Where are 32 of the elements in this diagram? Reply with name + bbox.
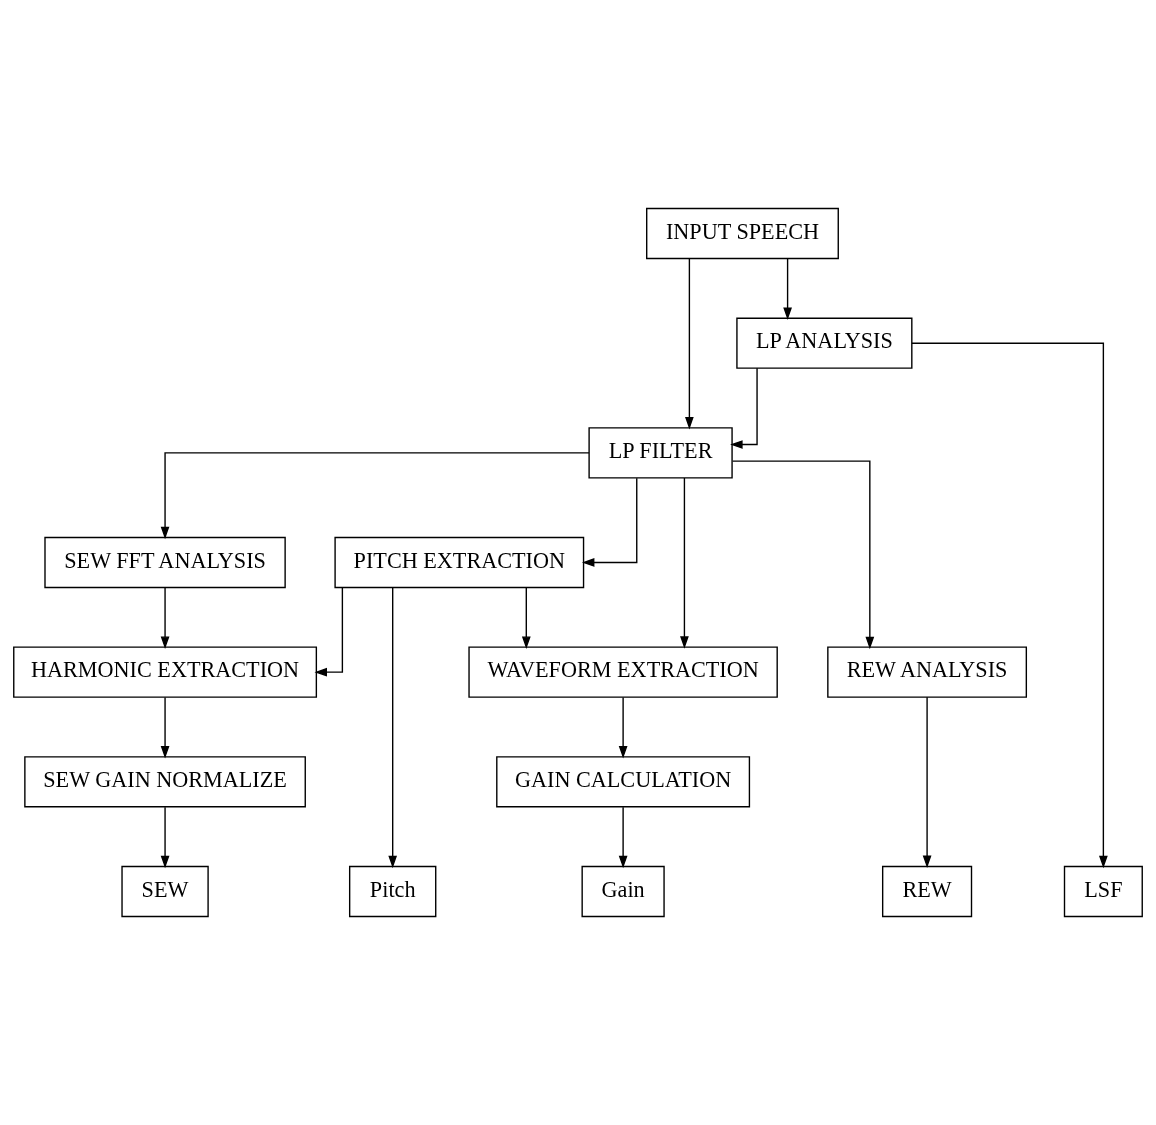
node-box: HARMONIC EXTRACTION xyxy=(13,646,318,698)
node-box: LSF xyxy=(1063,865,1143,918)
node-box: LP ANALYSIS xyxy=(736,317,913,369)
node-box: REW ANALYSIS xyxy=(827,646,1028,698)
arrow xyxy=(911,342,1108,869)
node-box: GAIN CALCULATION xyxy=(496,756,751,808)
node-box: PITCH EXTRACTION xyxy=(334,536,585,589)
arrow xyxy=(160,696,170,759)
arrow xyxy=(618,806,628,869)
arrow xyxy=(680,477,689,649)
node-box: INPUT SPEECH xyxy=(646,207,839,260)
arrow xyxy=(581,477,638,567)
node-box: Pitch xyxy=(348,865,437,918)
node-box: WAVEFORM EXTRACTION xyxy=(468,646,778,698)
arrow xyxy=(521,587,531,649)
arrow xyxy=(685,258,694,430)
arrow xyxy=(160,452,590,540)
arrow xyxy=(618,696,628,759)
arrow xyxy=(783,258,792,320)
node-box: SEW xyxy=(121,865,209,918)
node-box: Gain xyxy=(581,865,665,918)
arrow xyxy=(160,587,170,649)
node-box: LP FILTER xyxy=(588,427,733,479)
node-box: REW xyxy=(881,865,973,918)
node-box: SEW GAIN NORMALIZE xyxy=(24,756,306,808)
arrow xyxy=(730,367,758,449)
arrow xyxy=(388,587,398,869)
arrow xyxy=(731,460,875,650)
arrow xyxy=(314,587,344,677)
arrow xyxy=(922,696,932,869)
arrow xyxy=(160,806,170,869)
node-box: SEW FFT ANALYSIS xyxy=(44,536,286,589)
